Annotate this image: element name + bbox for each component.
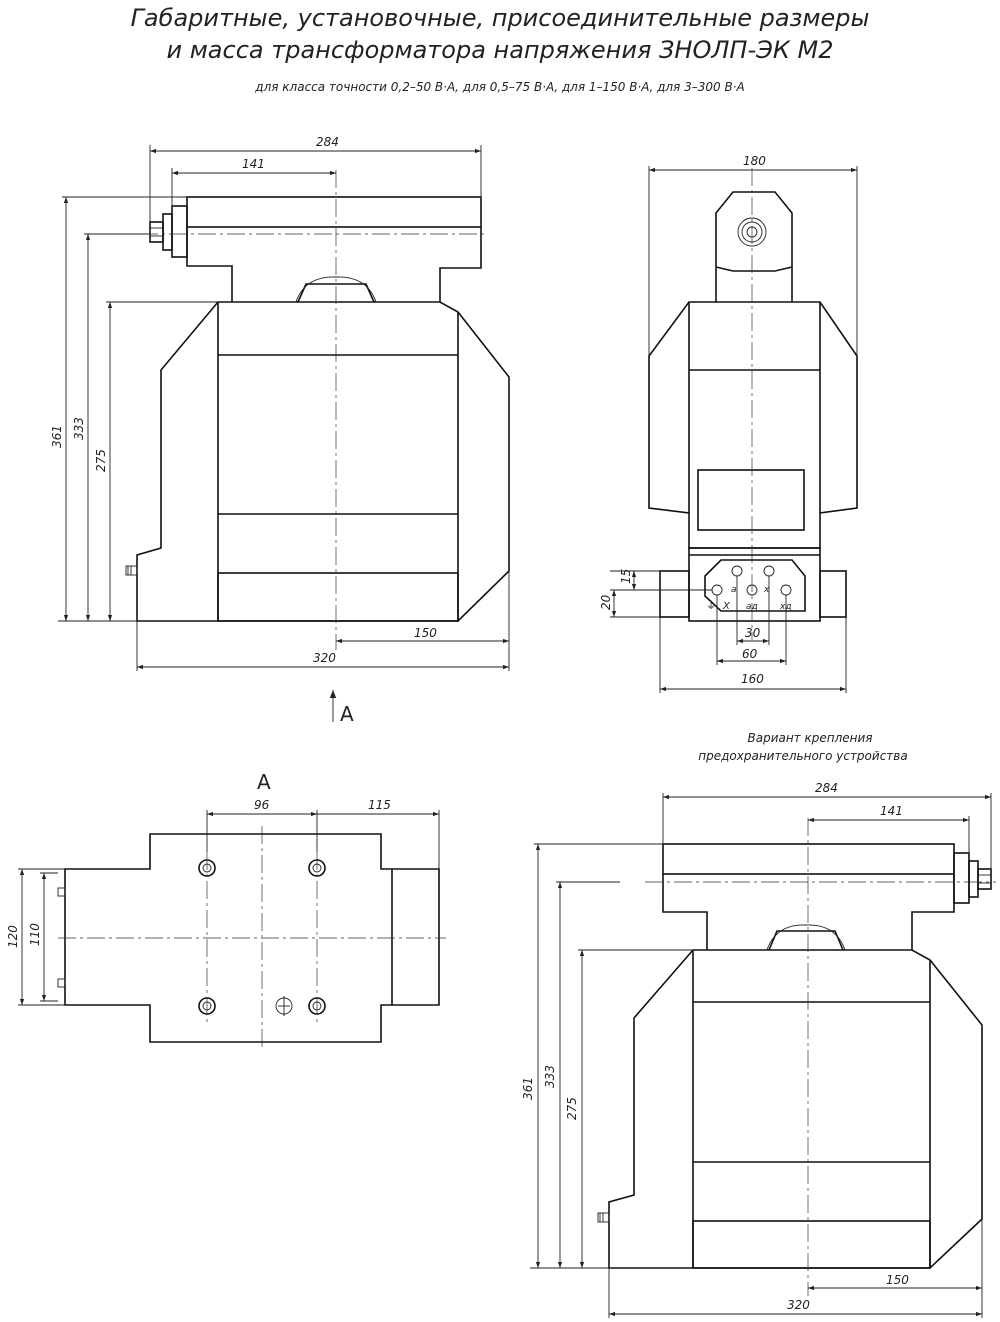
dim-variant-150: 150 <box>886 1273 909 1287</box>
dim-variant-361: 361 <box>521 1077 535 1100</box>
front-view: 284 141 361 333 275 150 320 A <box>50 135 510 726</box>
dim-side-30: 30 <box>745 626 761 640</box>
dim-front-141: 141 <box>242 157 265 171</box>
variant-view: Вариант крепления предохранительного уст… <box>521 731 996 1318</box>
dim-bottom-96: 96 <box>254 798 270 812</box>
dim-front-333: 333 <box>72 417 86 440</box>
dim-front-275: 275 <box>94 449 108 472</box>
dim-variant-284: 284 <box>815 781 838 795</box>
dim-side-15: 15 <box>619 569 633 584</box>
drawing-subtitle: для класса точности 0,2–50 В·А, для 0,5–… <box>255 80 745 94</box>
view-arrow-label: A <box>340 702 354 726</box>
dim-side-180: 180 <box>743 154 766 168</box>
dim-variant-141: 141 <box>880 804 903 818</box>
dim-bottom-120: 120 <box>6 925 20 948</box>
terminal-X: X <box>722 601 731 612</box>
bottom-view-label: A <box>257 770 271 794</box>
dim-bottom-110: 110 <box>28 923 42 946</box>
terminal-xd: xд <box>779 602 792 612</box>
dim-front-361: 361 <box>50 425 64 448</box>
terminal-a: a <box>731 585 737 595</box>
ground-symbol: ⏚ <box>706 600 716 612</box>
bottom-view: A 96 115 120 1 <box>6 770 446 1050</box>
dim-side-20: 20 <box>599 594 613 610</box>
variant-caption-line2: предохранительного устройства <box>698 749 907 763</box>
drawing-title-line1: Габаритные, установочные, присоединитель… <box>130 4 870 32</box>
drawing-title-line2: и масса трансформатора напряжения ЗНОЛП-… <box>166 36 834 64</box>
variant-caption-line1: Вариант крепления <box>747 731 872 745</box>
dim-side-60: 60 <box>742 647 758 661</box>
side-view: a x ⏚ X aд xд 180 15 20 30 60 160 <box>599 154 858 693</box>
dim-variant-333: 333 <box>543 1065 557 1088</box>
terminal-x: x <box>763 585 770 595</box>
dim-variant-320: 320 <box>787 1298 810 1312</box>
dim-variant-275: 275 <box>565 1097 579 1120</box>
dim-side-160: 160 <box>741 672 764 686</box>
dim-bottom-115: 115 <box>368 798 391 812</box>
dim-front-284: 284 <box>316 135 339 149</box>
dim-front-320: 320 <box>313 651 336 665</box>
dim-front-150: 150 <box>414 626 437 640</box>
